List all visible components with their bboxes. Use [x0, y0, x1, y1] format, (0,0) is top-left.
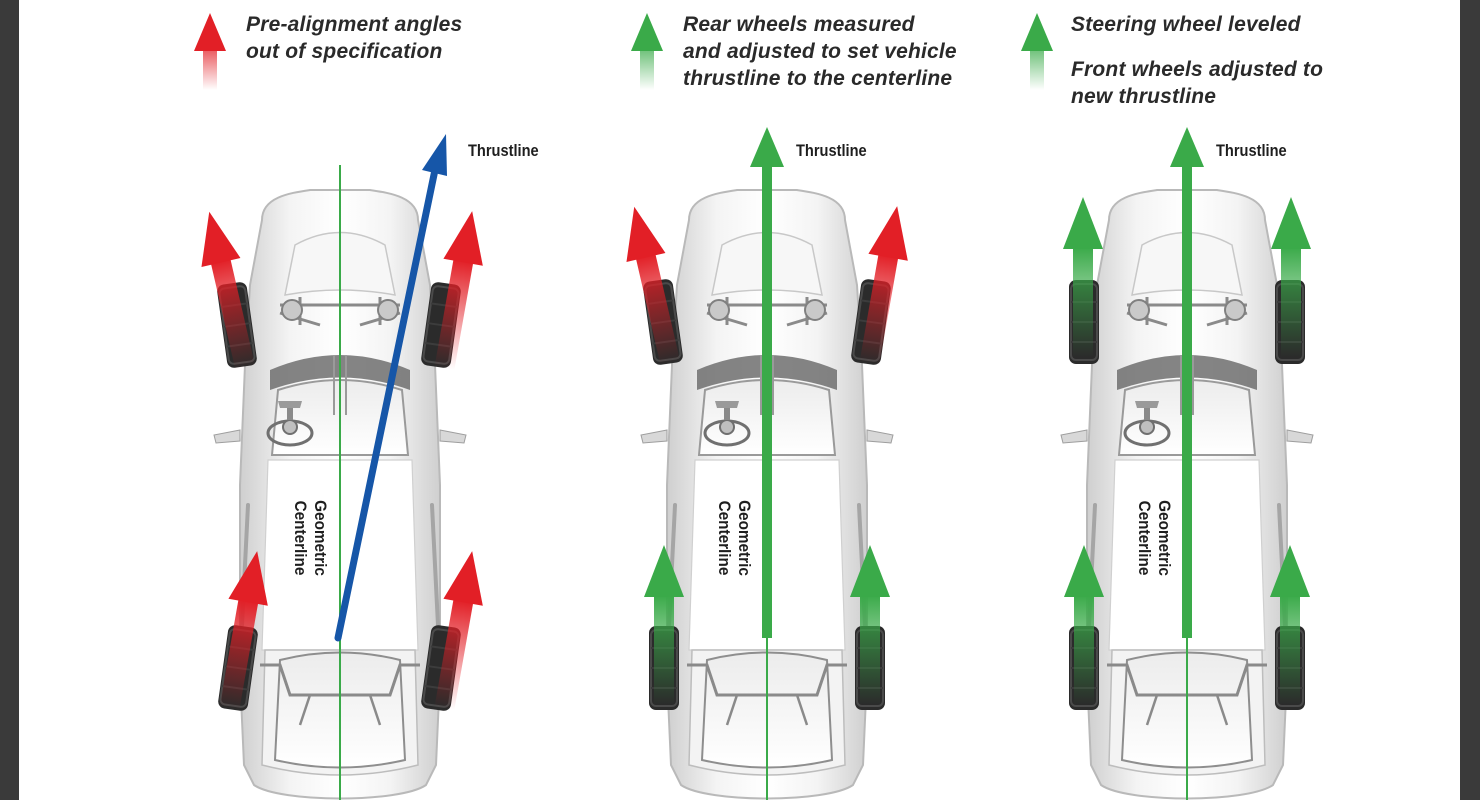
legend-green-arrow-icon	[1021, 13, 1053, 90]
caption-line: Front wheels adjusted to	[1071, 58, 1324, 81]
thrustline-arrow	[334, 134, 447, 642]
centerline-label-line: Centerline	[1135, 500, 1154, 576]
legend-red-arrow-icon	[194, 13, 226, 90]
caption-line: and adjusted to set vehicle	[683, 40, 957, 63]
panel-3-caption: Steering wheel leveled Front wheels adju…	[1071, 11, 1323, 110]
thrustline-arrow	[1170, 127, 1204, 638]
centerline-label-line: Centerline	[291, 500, 310, 576]
centerline-label-line: Geometric	[311, 500, 330, 576]
caption-line: out of specification	[246, 40, 443, 63]
caption-line: new thrustline	[1071, 85, 1217, 108]
thrustline-arrow	[750, 127, 784, 638]
centerline-label-line: Centerline	[715, 500, 734, 576]
frame-left	[0, 0, 19, 800]
geometric-centerline-label: Geometric Centerline	[714, 448, 754, 628]
centerline-label-line: Geometric	[735, 500, 754, 576]
thrustline-label: Thrustline	[796, 141, 867, 160]
thrustline-label: Thrustline	[468, 141, 539, 160]
caption-line: Rear wheels measured	[683, 13, 915, 36]
panel-2-caption: Rear wheels measured and adjusted to set…	[683, 11, 957, 92]
caption-line: Steering wheel leveled	[1071, 13, 1301, 36]
geometric-centerline-label: Geometric Centerline	[1134, 448, 1174, 628]
centerline-label-line: Geometric	[1155, 500, 1174, 576]
frame-right	[1460, 0, 1480, 800]
panel-3	[1021, 13, 1315, 800]
panel-1-caption: Pre-alignment angles out of specificatio…	[246, 11, 462, 65]
caption-line: thrustline to the centerline	[683, 67, 953, 90]
panel-1	[189, 13, 492, 800]
caption-line: Pre-alignment angles	[246, 13, 463, 36]
legend-green-arrow-icon	[631, 13, 663, 90]
geometric-centerline-label: Geometric Centerline	[290, 448, 330, 628]
thrustline-label: Thrustline	[1216, 141, 1287, 160]
panel-2	[614, 13, 917, 800]
